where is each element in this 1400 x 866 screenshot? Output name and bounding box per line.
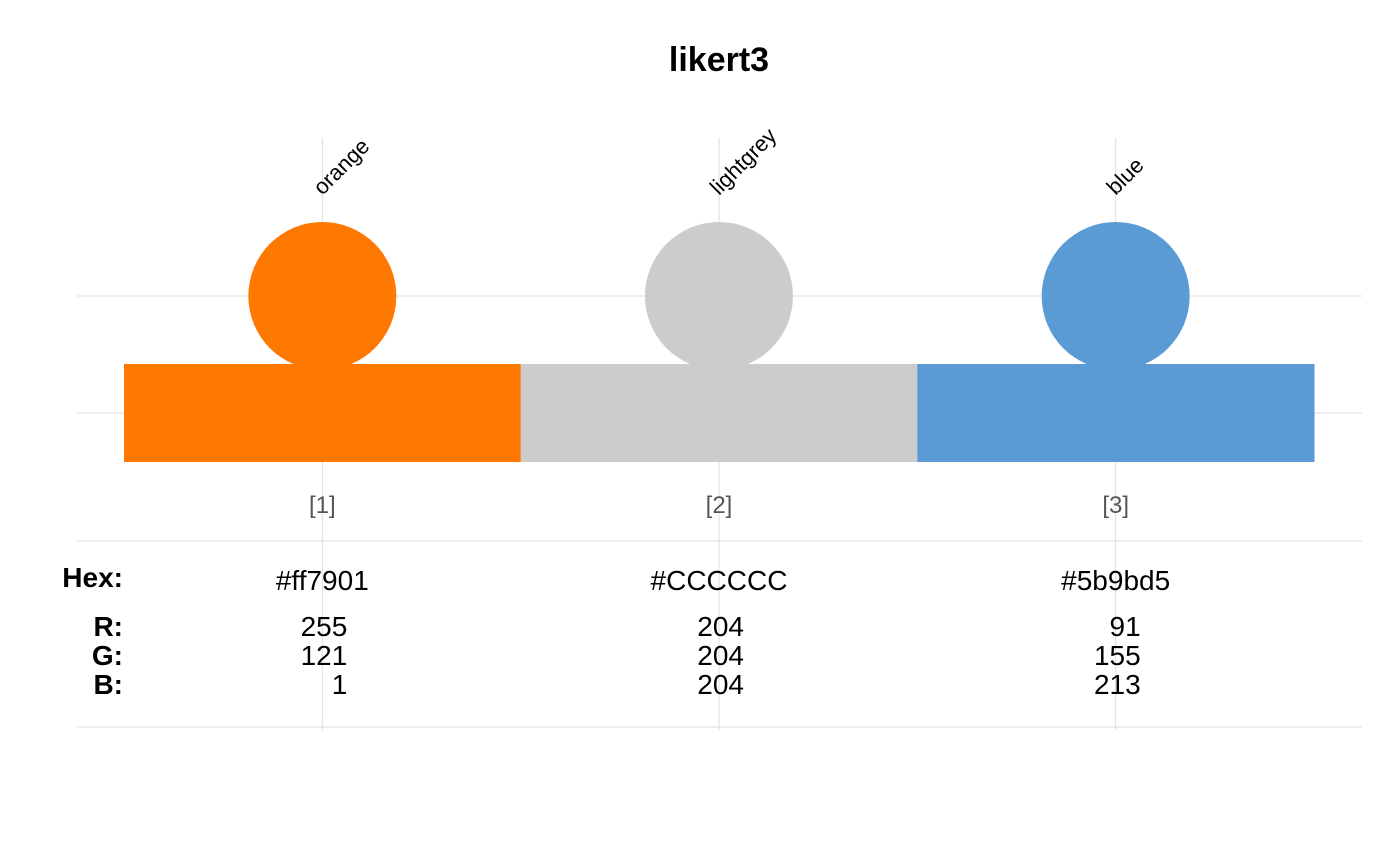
g-row-label: G: xyxy=(92,640,123,671)
swatch-circle-layer xyxy=(248,222,1190,370)
hex-value-3: #5b9bd5 xyxy=(1061,565,1170,596)
color-index-label-2: [2] xyxy=(706,492,733,519)
swatch-circle-1 xyxy=(248,222,397,370)
color-name-label-1: orange xyxy=(308,133,374,199)
r-row-label: R: xyxy=(93,611,123,642)
g-value-1: 121 xyxy=(301,640,348,671)
hex-row-label: Hex: xyxy=(62,562,123,593)
swatch-bar-layer xyxy=(124,364,1315,462)
hex-value-1: #ff7901 xyxy=(276,565,369,596)
b-value-1: 1 xyxy=(332,669,348,700)
b-row-label: B: xyxy=(93,669,123,700)
swatch-bar-1 xyxy=(124,364,522,462)
color-index-label-1: [1] xyxy=(309,492,336,519)
b-value-2: 204 xyxy=(697,669,744,700)
r-value-1: 255 xyxy=(301,611,348,642)
b-value-3: 213 xyxy=(1094,669,1141,700)
hex-value-2: #CCCCCC xyxy=(651,565,788,596)
swatch-bar-3 xyxy=(917,364,1315,462)
r-value-3: 91 xyxy=(1110,611,1141,642)
g-value-3: 155 xyxy=(1094,640,1141,671)
g-value-2: 204 xyxy=(697,640,744,671)
color-name-label-2: lightgrey xyxy=(705,123,781,199)
chart-title: likert3 xyxy=(669,41,769,79)
r-value-2: 204 xyxy=(697,611,744,642)
color-name-label-3: blue xyxy=(1102,152,1149,199)
swatch-circle-3 xyxy=(1041,222,1190,370)
color-index-label-3: [3] xyxy=(1102,492,1129,519)
swatch-bar-2 xyxy=(520,364,918,462)
swatch-circle-2 xyxy=(645,222,793,370)
